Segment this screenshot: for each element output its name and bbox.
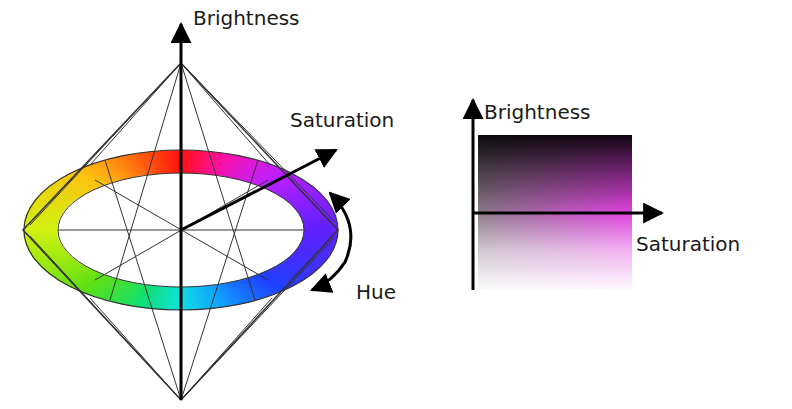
axis-label: Saturation [636, 232, 740, 256]
axis-label: Brightness [193, 6, 300, 30]
axis-label: Saturation [290, 108, 394, 132]
axis-label: Hue [356, 280, 396, 304]
axis-label: Brightness [484, 100, 591, 124]
